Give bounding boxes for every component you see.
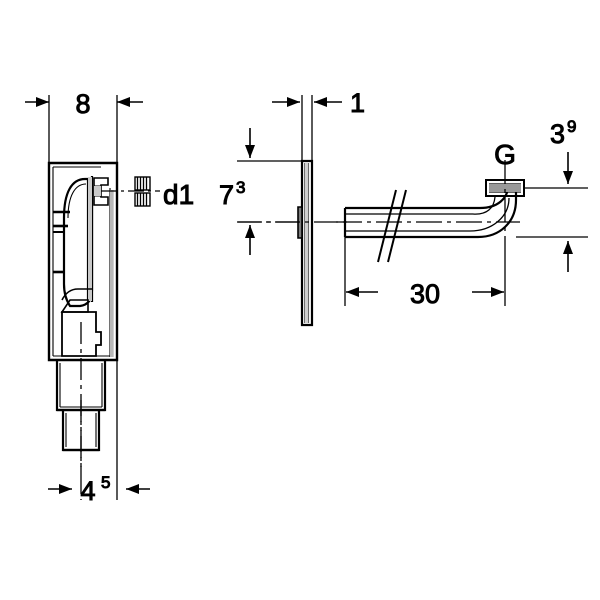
label-thread-g: G bbox=[494, 139, 516, 170]
left-view-cistern-body bbox=[47, 161, 119, 362]
middle-view-actuator-plate bbox=[297, 159, 314, 327]
right-view-flush-pipe bbox=[343, 185, 518, 239]
right-view-centerline bbox=[336, 160, 520, 245]
dimension-label-3-superscript: 9 bbox=[567, 117, 576, 136]
dimension-label-1: 1 bbox=[350, 88, 365, 118]
label-thread-d1: d1 bbox=[163, 179, 194, 210]
dimension-width-8 bbox=[25, 95, 143, 163]
break-line-icon bbox=[377, 189, 407, 263]
thread-symbol-d1-icon bbox=[134, 176, 151, 207]
dimension-width-4-5 bbox=[48, 360, 150, 500]
dimension-height-7-3 bbox=[237, 128, 312, 255]
dimension-label-4: 4 bbox=[80, 476, 95, 506]
left-view-internal-valve bbox=[53, 176, 109, 357]
dimension-length-30 bbox=[344, 237, 506, 306]
dimension-label-8: 8 bbox=[75, 89, 90, 119]
dimension-height-3-9 bbox=[516, 152, 588, 272]
dimension-label-7: 7 bbox=[219, 180, 234, 210]
dimension-label-4-superscript: 5 bbox=[101, 473, 110, 492]
dimension-label-7-superscript: 3 bbox=[236, 178, 245, 197]
dimension-depth-1 bbox=[272, 95, 342, 161]
dimension-label-30: 30 bbox=[410, 279, 440, 309]
dimension-label-3: 3 bbox=[550, 119, 565, 149]
